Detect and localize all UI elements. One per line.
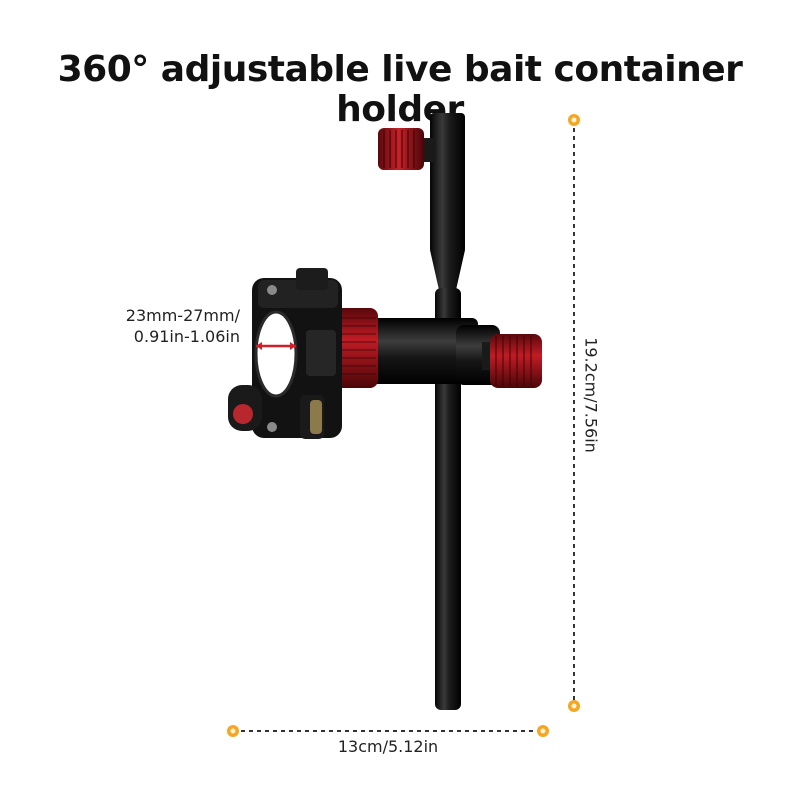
side-knob (482, 334, 542, 388)
horizontal-arm (360, 318, 500, 385)
height-dimension-line (568, 114, 580, 712)
top-knob (378, 128, 434, 170)
clamp-diameter-mm: 23mm-27mm/ (125, 306, 240, 325)
width-label: 13cm/5.12in (337, 737, 439, 756)
height-label: 19.2cm/7.56in (581, 337, 601, 453)
tube-clamp (228, 268, 342, 439)
width-dimension-line (227, 725, 549, 737)
vertical-rod (430, 113, 465, 710)
clamp-diameter-in: 0.91in-1.06in (133, 326, 240, 346)
page-title: 360° adjustable live bait container hold… (57, 49, 743, 130)
clamp-diameter-label: 23mm-27mm/ 0.91in-1.06in (100, 306, 240, 348)
